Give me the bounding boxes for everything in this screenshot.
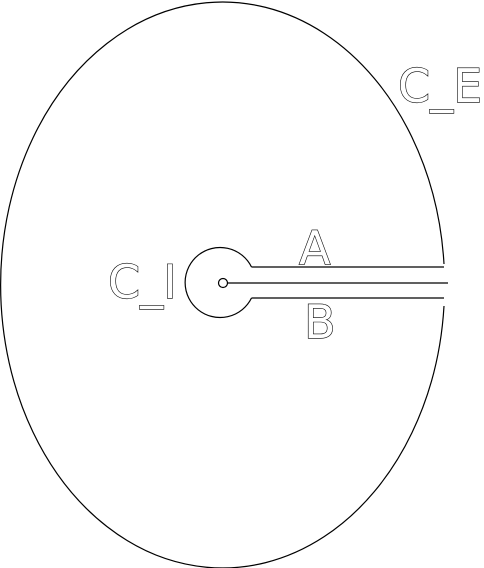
outer-contour-label: C_E: [398, 59, 482, 113]
upper-segment-label: A: [299, 221, 331, 275]
inner-contour-label: C_I: [108, 255, 177, 309]
center-point: [217, 277, 229, 289]
inner-contour-path: [184, 246, 253, 319]
outer-contour-path: [0, 1, 445, 568]
lower-segment-label: B: [304, 295, 336, 349]
